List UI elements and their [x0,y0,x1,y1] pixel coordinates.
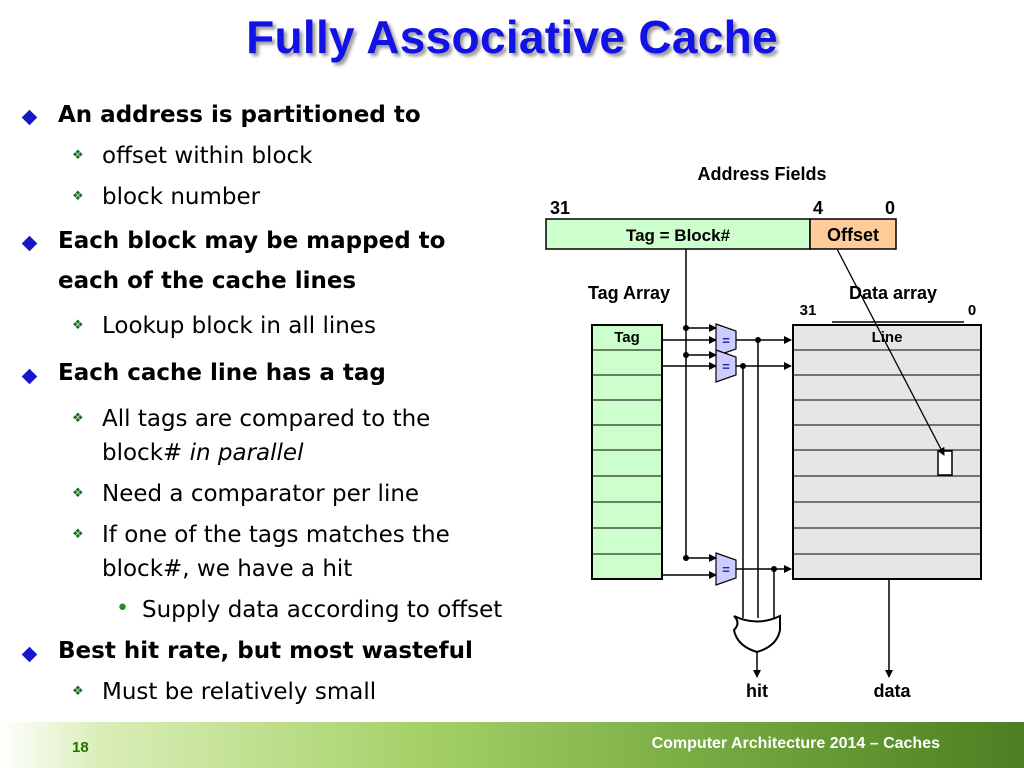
comparator-1: = [715,323,737,357]
subbullet-tags-compared-line2: block# in parallel [102,440,303,466]
slide-title: Fully Associative Cache [246,11,778,63]
footer-bar: 18 Computer Architecture 2014 – Caches [0,722,1024,768]
tag-header: Tag [614,329,640,346]
offset-field-label: Offset [827,225,879,245]
subsubbullet-supply-data: Supply data according to offset [142,597,503,623]
or-gate [732,614,781,654]
star-bullet-icon: ❖ [72,527,84,542]
line-header: Line [872,329,903,346]
offset-arrow [836,248,945,456]
svg-text:=: = [722,333,730,348]
selected-word-box [937,450,953,476]
subbullet-tag-match-line1: If one of the tags matches the [102,522,450,548]
in-parallel-text: in parallel [189,440,304,466]
subbullet-offset: offset within block [102,143,313,169]
offset-field-box [809,218,897,250]
tag-field-label: Tag = Block# [626,226,731,245]
page-number: 18 [72,739,89,756]
hit-label: hit [746,681,768,701]
tag-array: Tag [591,324,663,580]
comparator-n: = [715,552,737,586]
star-bullet-icon: ❖ [72,684,84,699]
bit-0-label: 0 [885,198,895,218]
subbullet-comparator: Need a comparator per line [102,481,420,507]
svg-text:=: = [722,359,730,374]
bullet-best-hit-rate: Best hit rate, but most wasteful [58,638,473,664]
tag-array-label: Tag Array [588,283,670,303]
data-array: Line [792,324,982,580]
data-bit-31-label: 31 [800,302,817,319]
bullet-list: An address is partitioned to ❖ offset wi… [21,102,503,705]
subbullet-lookup: Lookup block in all lines [102,313,376,339]
data-label: data [873,681,911,701]
star-bullet-icon: ❖ [72,486,84,501]
bit-4-label: 4 [813,198,823,218]
star-bullet-icon: ❖ [72,148,84,163]
subbullet-relatively-small: Must be relatively small [102,679,377,705]
data-array-label: Data array [849,283,937,303]
comparator-2: = [715,349,737,383]
address-fields-label: Address Fields [697,164,826,184]
star-bullet-icon: ❖ [72,189,84,204]
star-bullet-icon: ❖ [72,318,84,333]
bit-31-label: 31 [550,198,570,218]
footer-course-title: Computer Architecture 2014 – Caches [651,735,940,752]
subbullet-tag-match-line2: block#, we have a hit [102,556,353,582]
svg-text:=: = [722,562,730,577]
dot-bullet-icon: • [116,596,129,621]
block-hash-text: block# [102,440,183,466]
tag-field-box [545,218,811,250]
subbullet-tags-compared-line1: All tags are compared to the [102,406,431,432]
star-bullet-icon: ❖ [72,411,84,426]
bullet-block-mapped-line1: Each block may be mapped to [58,228,446,254]
subbullet-block-number: block number [102,184,261,210]
bullet-address-partitioned: An address is partitioned to [58,102,421,128]
bullet-cache-line-tag: Each cache line has a tag [58,360,386,386]
bullet-block-mapped-line2: each of the cache lines [58,268,357,294]
data-bit-0-label: 0 [968,302,976,319]
